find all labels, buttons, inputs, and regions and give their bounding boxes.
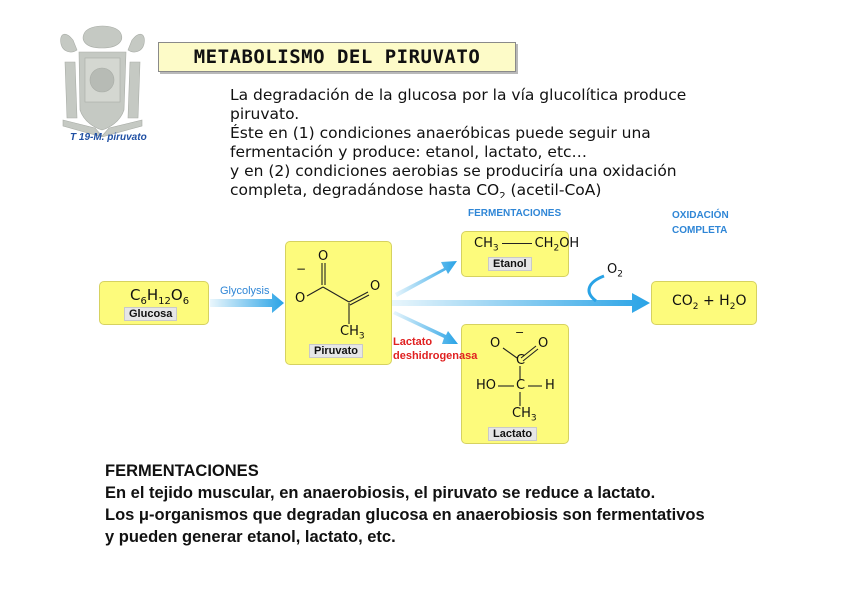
intro-line: La degradación de la glucosa por la vía …: [230, 86, 687, 104]
etanol-bond: [501, 243, 532, 244]
formula-subscript: 3: [492, 243, 499, 254]
o2-base: O: [607, 262, 618, 277]
enzyme-label: Lactato deshidrogenasa: [393, 335, 477, 363]
glucosa-label: Glucosa: [124, 307, 178, 321]
formula-subscript: 2: [729, 301, 736, 312]
formula-part: O: [170, 286, 183, 304]
formula-subscript: 6: [140, 296, 147, 307]
bottom-line: y pueden generar etanol, lactato, etc.: [105, 528, 396, 546]
lactato-atom-o: O: [490, 336, 501, 351]
glucosa-formula: C6H12O6: [130, 286, 189, 307]
formula-part: CH: [474, 236, 493, 251]
formula-subscript: 2: [553, 243, 560, 254]
lactato-atom-h: H: [545, 378, 555, 393]
intro-subscript: 2: [499, 191, 506, 198]
piruvato-label: Piruvato: [309, 344, 364, 358]
intro-paragraph: La degradación de la glucosa por la vía …: [230, 86, 790, 198]
title-box: METABOLISMO DEL PIRUVATO: [158, 42, 516, 72]
formula-part: CO: [672, 293, 693, 309]
oxygen-label: O2: [607, 262, 623, 280]
mu-symbol: μ: [138, 506, 150, 524]
formula-part: H: [146, 286, 159, 304]
university-crest-logo: [60, 25, 145, 137]
oxidacion-header-line: COMPLETA: [672, 225, 728, 236]
intro-text: completa, degradándose hasta CO: [230, 181, 500, 198]
co2-h2o-box: [651, 281, 757, 325]
enzyme-line: deshidrogenasa: [393, 350, 478, 362]
bottom-text-part: -organismos que degradan glucosa en anae…: [149, 506, 705, 524]
oxidacion-completa-header: OXIDACIÓN COMPLETA: [672, 208, 729, 238]
fermentaciones-header: FERMENTACIONES: [468, 208, 562, 219]
ch3-subscript: 3: [358, 331, 365, 342]
piruvato-charge: −: [296, 262, 307, 276]
piruvato-atom-o: O: [318, 249, 329, 264]
slide-code: T 19-M. piruvato: [70, 132, 147, 143]
ch3-base: CH: [340, 324, 359, 339]
intro-line: y en (2) condiciones aerobias se produci…: [230, 162, 677, 180]
glycolysis-label: Glycolysis: [220, 285, 270, 297]
lactato-ch3: CH3: [512, 406, 537, 424]
formula-part: CH: [534, 236, 554, 251]
co2-h2o-formula: CO2 + H2O: [672, 293, 746, 312]
lactato-atom-o: O: [538, 336, 549, 351]
piruvato-structure-bonds: [306, 263, 370, 324]
oxidation-arrow: [392, 293, 650, 313]
formula-part: OH: [559, 236, 580, 251]
lactato-arrow: [393, 311, 458, 344]
lactato-atom-ho: HO: [476, 378, 497, 393]
lactato-structure-bonds: [498, 345, 542, 406]
lactato-box: [461, 324, 569, 444]
bottom-line: En el tejido muscular, en anaerobiosis, …: [105, 484, 656, 502]
bottom-text-part: Los: [105, 506, 139, 524]
ch3-base: CH: [512, 406, 531, 421]
etanol-label: Etanol: [488, 257, 532, 271]
piruvato-atom-o: O: [295, 291, 306, 306]
intro-line: piruvato.: [230, 105, 300, 123]
lactato-charge: −: [515, 326, 525, 339]
lactato-label: Lactato: [488, 427, 538, 441]
formula-subscript: 12: [158, 296, 171, 307]
piruvato-atom-o: O: [370, 279, 381, 294]
page-title: METABOLISMO DEL PIRUVATO: [193, 46, 481, 68]
o2-subscript: 2: [617, 269, 623, 280]
formula-subscript: 6: [182, 296, 190, 307]
ch3-subscript: 3: [530, 413, 537, 424]
intro-line: fermentación y produce: etanol, lactato,…: [230, 143, 588, 161]
glycolysis-arrow: [210, 293, 284, 313]
intro-line: completa, degradándose hasta CO2 (acetil…: [230, 181, 790, 198]
formula-part: C: [130, 286, 141, 304]
intro-line: Éste en (1) condiciones anaeróbicas pued…: [230, 124, 651, 142]
formula-part: O: [735, 293, 747, 309]
enzyme-line: Lactato: [393, 336, 433, 348]
bottom-line: Los μ-organismos que degradan glucosa en…: [105, 504, 805, 526]
oxidacion-header-line: OXIDACIÓN: [672, 210, 729, 221]
bottom-heading: FERMENTACIONES: [105, 462, 259, 480]
etanol-arrow: [395, 261, 457, 297]
lactato-atom-c: C: [516, 353, 526, 368]
formula-subscript: 2: [692, 301, 699, 312]
piruvato-ch3: CH3: [340, 324, 365, 342]
oxygen-arrow: [587, 274, 605, 303]
formula-part: + H: [698, 293, 730, 309]
intro-text: (acetil-CoA): [505, 181, 602, 198]
bottom-text: FERMENTACIONES En el tejido muscular, en…: [105, 460, 805, 548]
lactato-atom-c: C: [516, 378, 526, 393]
